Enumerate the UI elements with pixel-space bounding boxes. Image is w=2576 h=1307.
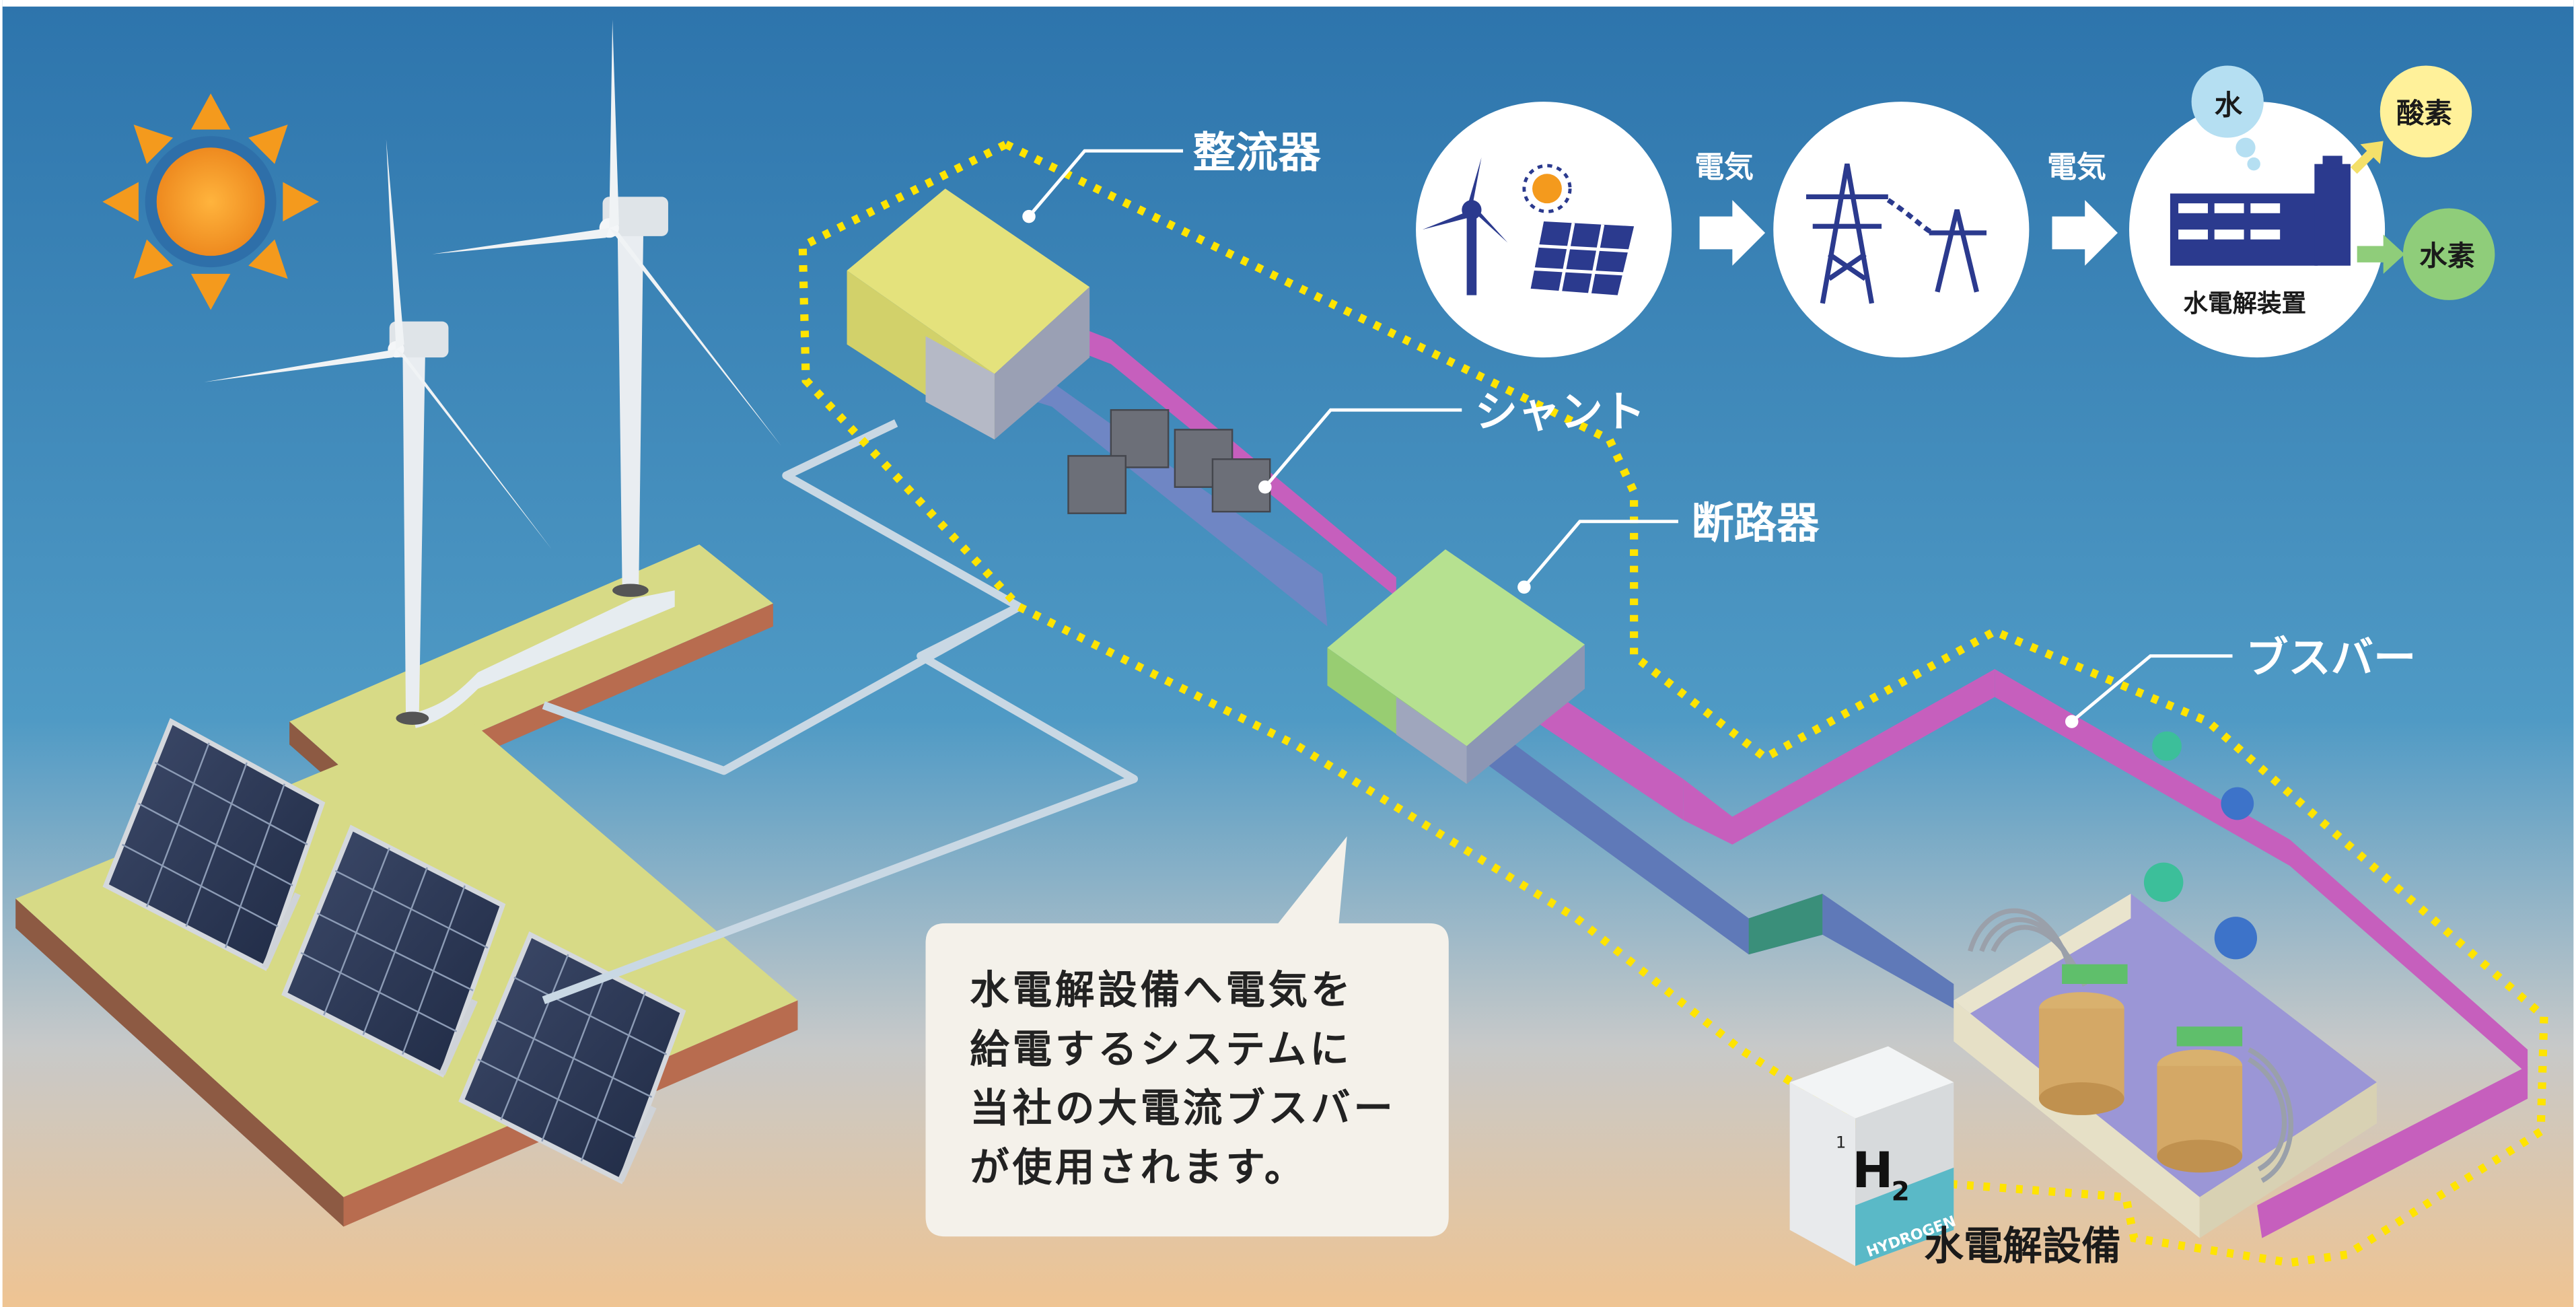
electrolyzer-device-label: 水電解装置 <box>2183 289 2306 318</box>
electrolyzer-circle: 水電解装置 <box>2128 102 2386 358</box>
water-bubble: 水 <box>2191 65 2264 171</box>
gas-bubble-icon <box>2143 731 2258 960</box>
breaker-marker <box>1517 580 1531 594</box>
breaker-label: 断路器 <box>1691 498 1820 548</box>
solar-panel-small-icon <box>1530 221 1635 295</box>
hydrogen-label: 水素 <box>2419 240 2475 273</box>
solar-panel-icon <box>281 824 506 1078</box>
shunt-label: シャント <box>1475 387 1645 437</box>
hydrogen-element-block: 1 H 2 HYDROGEN <box>1789 1046 1958 1267</box>
flow-arrow2-label: 電気 <box>2047 150 2106 184</box>
wind-turbine-icon <box>1422 157 1508 295</box>
callout-line-2: 給電するシステムに <box>970 1026 1352 1072</box>
rectifier-marker <box>1022 209 1036 223</box>
hydrogen-bubble: 水素 <box>2402 208 2495 300</box>
electrolysis-facility-label: 水電解設備 <box>1924 1223 2120 1269</box>
busbar-label: ブスバー <box>2246 633 2416 682</box>
shunt-icon <box>1067 409 1271 514</box>
callout-line-1: 水電解設備へ電気を <box>970 967 1353 1013</box>
busbar-marker <box>2065 715 2079 728</box>
rectifier-box <box>847 188 1090 440</box>
hydrogen-arrow-icon <box>2357 234 2405 274</box>
oxygen-bubble: 酸素 <box>2380 65 2472 157</box>
electrolysis-tank <box>1954 893 2377 1238</box>
h2-atomic-number: 1 <box>1836 1133 1847 1152</box>
callout-line-4: が使用されます。 <box>970 1144 1307 1190</box>
flow-arrow-right-icon <box>2052 200 2118 266</box>
electrolyzer-icon <box>2170 155 2351 266</box>
shunt-marker <box>1258 480 1272 494</box>
h2-symbol: H <box>1852 1142 1893 1199</box>
oxygen-label: 酸素 <box>2396 98 2452 130</box>
solar-panel-icon <box>102 717 326 971</box>
callout-line-3: 当社の大電流ブスバー <box>970 1086 1396 1131</box>
transmission-circle <box>1773 102 2030 358</box>
system-boundary-outline <box>798 139 2548 1267</box>
flow-arrow-right-icon <box>1699 200 1766 266</box>
top-border <box>2 0 2574 7</box>
oxygen-arrow-icon <box>2350 141 2384 174</box>
transmission-tower-icon <box>1805 164 1987 304</box>
leader-lines <box>1028 149 2233 723</box>
sun-icon <box>102 93 319 310</box>
renewable-energy-circle <box>1416 102 1672 358</box>
water-label: 水 <box>2215 90 2243 122</box>
h2-subscript: 2 <box>1892 1177 1910 1207</box>
power-cable <box>542 419 1139 1005</box>
rectifier-label: 整流器 <box>1193 128 1322 178</box>
wind-turbine-icon <box>432 20 782 597</box>
flow-arrow1-label: 電気 <box>1694 150 1754 184</box>
breaker-box <box>1327 549 1585 784</box>
callout-bubble: 水電解設備へ電気を 給電するシステムに 当社の大電流ブスバー が使用されます。 <box>925 836 1449 1237</box>
solar-panel-icon <box>458 931 686 1185</box>
